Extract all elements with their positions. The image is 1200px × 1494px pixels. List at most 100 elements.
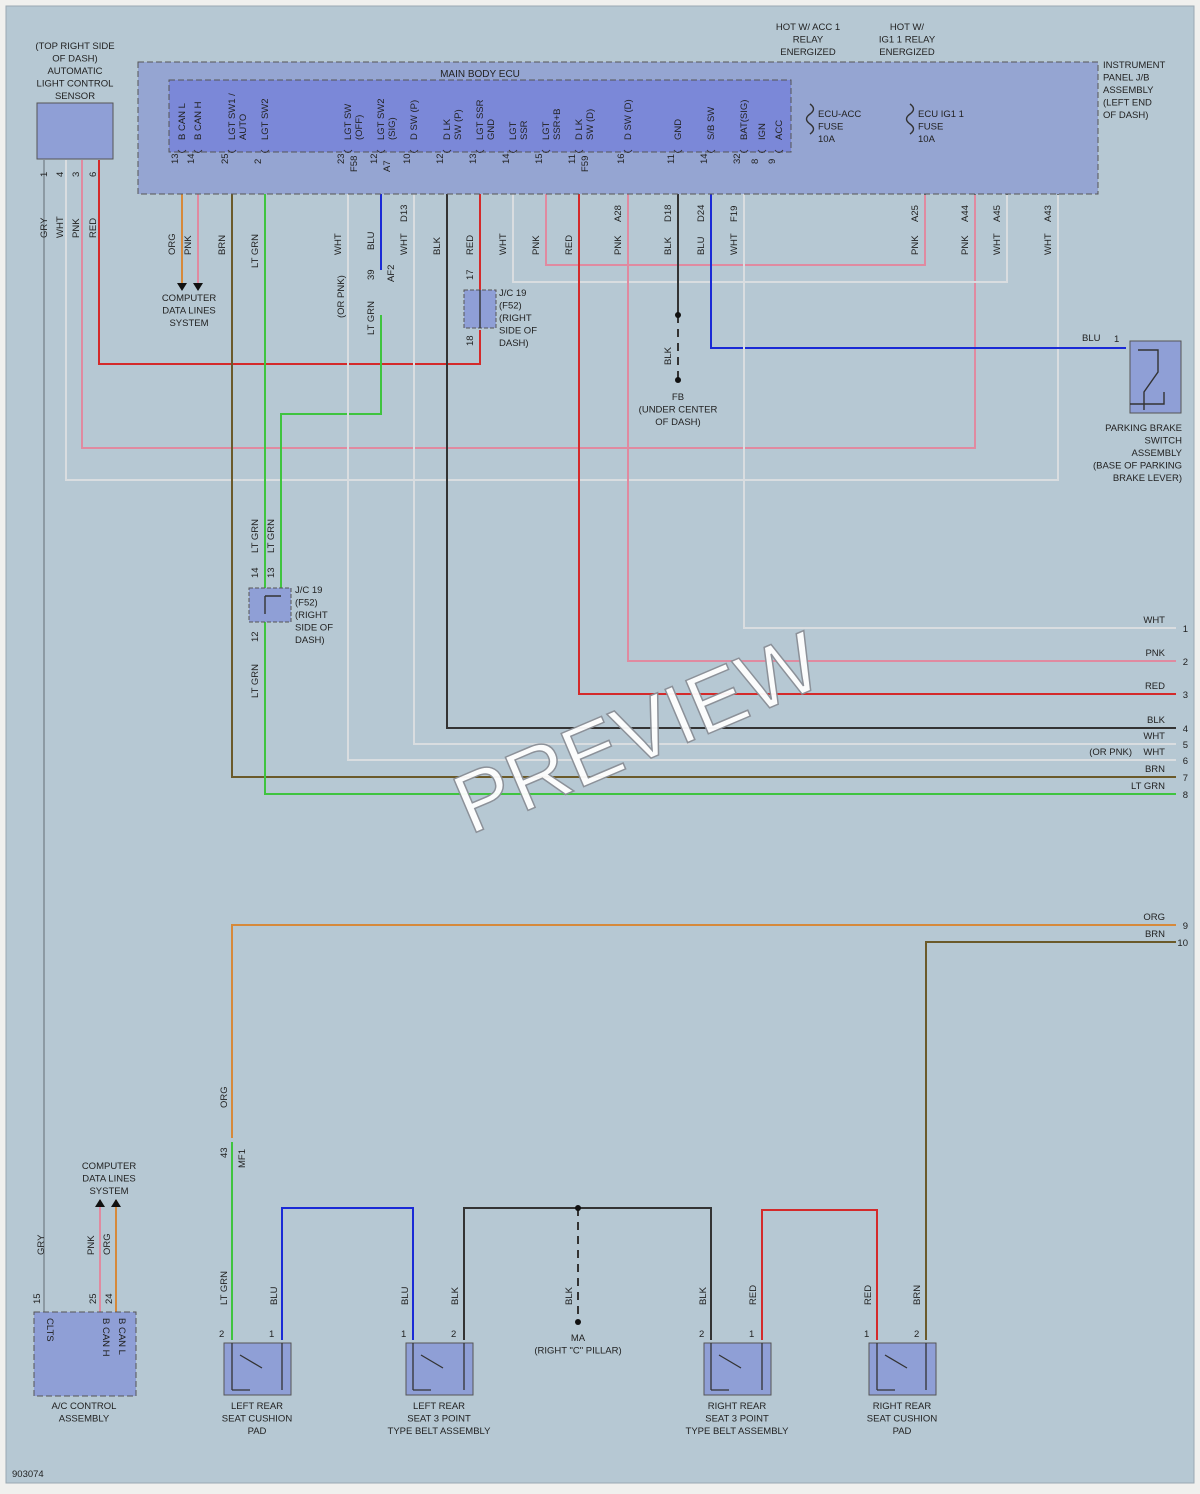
lr-belt-switch-symbol [412,1343,465,1391]
wc-ltgrn-af2: LT GRN [366,301,377,335]
right-output-label: LT GRN [1131,781,1165,792]
sensor-pin-3: 3 [71,172,82,177]
lr-cushion-switch-symbol [231,1343,283,1391]
rr-cushion-switch-symbol [876,1343,927,1391]
jc-top-pin-18: 18 [465,335,476,346]
conn-mf1-num: 43 [219,1147,230,1158]
wc-org-mf1: ORG [219,1086,230,1108]
ecu-pin-connector [376,149,386,153]
ecu-pin-connector [193,149,203,153]
rr-belt-box [703,1342,772,1396]
right-output-label: PNK [1145,648,1165,659]
conn-a7: A7 [382,160,393,172]
right-output-number: 1 [1183,624,1188,635]
ma-ground-dot [575,1319,581,1325]
main-body-ecu-box [168,79,792,153]
cdl-top-arrows [177,283,203,291]
wire-pnk-out2 [627,150,1176,662]
ecu-pin-connector [227,149,237,153]
conn-f58: F58 [349,156,360,172]
lr-belt-box [405,1342,474,1396]
ecu-pin-name: ACC [774,120,785,140]
jc-mid-pin-14: 14 [250,567,261,578]
ecu-pin-connector [673,149,683,153]
ac-pin-number: 15 [32,1293,43,1304]
ac-pin-number: 25 [88,1293,99,1304]
ma-junction-dot [575,1205,581,1211]
sensor-pin-4: 4 [55,172,66,177]
wc-pnk-dswd: PNK [613,235,624,255]
ecu-pin-number: 13 [170,153,181,164]
wc-org-ac: ORG [102,1233,113,1255]
wire-wht-sensor-a43 [65,160,1059,481]
wire-group [43,64,1176,1340]
ecu-pin-name: GND [673,119,684,140]
diagram-id: 903074 [12,1469,44,1480]
conn-a28: A28 [613,205,624,222]
wc-wht-a45: WHT [992,233,1003,255]
wire-blu-parking [710,150,1126,349]
conn-a44: A44 [960,205,971,222]
ecu-pin-name: D LKSW (D) [574,109,596,140]
cdl-bottom-arrows [95,1199,121,1207]
ecu-pin-connector [475,149,485,153]
ecu-pin-number: 10 [402,153,413,164]
wc-brn-sw1: BRN [217,235,228,255]
wc-blu-lrc: BLU [269,1286,280,1305]
wc-pnk-a44: PNK [960,235,971,255]
main-ecu-label: MAIN BODY ECU [440,69,520,80]
ecu-pin-name: LGT SW2 [260,98,271,140]
ecu-pin-number: 14 [501,153,512,164]
wc-wht-a43: WHT [1043,233,1054,255]
conn-d13: D13 [399,205,410,222]
right-output-label: BRN [1145,929,1165,940]
conn-af2: AF2 [386,265,397,282]
ecu-pin-number: 11 [666,154,677,164]
lrb-pin-2: 2 [451,1329,456,1340]
ecu-pin-number: 11 [567,154,578,164]
ecu-pin-connector [757,149,767,153]
ecu-pin-name: LGT SW2(SIG) [376,98,398,140]
ac-pin-number: 24 [104,1293,115,1304]
rrb-pin-2: 2 [699,1329,704,1340]
conn-f19: F19 [729,206,740,222]
wc-blk-rrb: BLK [698,1286,709,1305]
or-pnk-left: (OR PNK) [336,275,347,318]
wc-red-dlkd: RED [564,235,575,255]
right-output-label: WHT [1143,747,1165,758]
right-output-number: 4 [1183,724,1188,735]
ecu-pin-number: 13 [468,153,479,164]
wc-wht-off: WHT [333,233,344,255]
wc-wht-dswp: WHT [399,233,410,255]
conn-d18: D18 [663,205,674,222]
wc-blk-dlk: BLK [432,236,443,255]
wc-ltgrn-jc-c: LT GRN [250,664,261,698]
ecu-pin-name: LGTSSR [508,120,530,140]
rrc-pin-1: 1 [864,1329,869,1340]
wc-red-sensor: RED [88,218,99,238]
wc-org-canl: ORG [167,233,178,255]
wc-pnk-sensor: PNK [71,218,82,238]
or-pnk-right: (OR PNK) [1089,747,1132,758]
ecu-pin-number: 14 [699,153,710,164]
ecu-pin-connector [541,149,551,153]
ecu-pin-number: 14 [186,153,197,164]
wire-pnk-ssrb-a25 [545,150,926,266]
right-output-number: 5 [1183,740,1188,751]
right-output-label: WHT [1143,615,1165,626]
wc-blu-lrb: BLU [400,1286,411,1305]
